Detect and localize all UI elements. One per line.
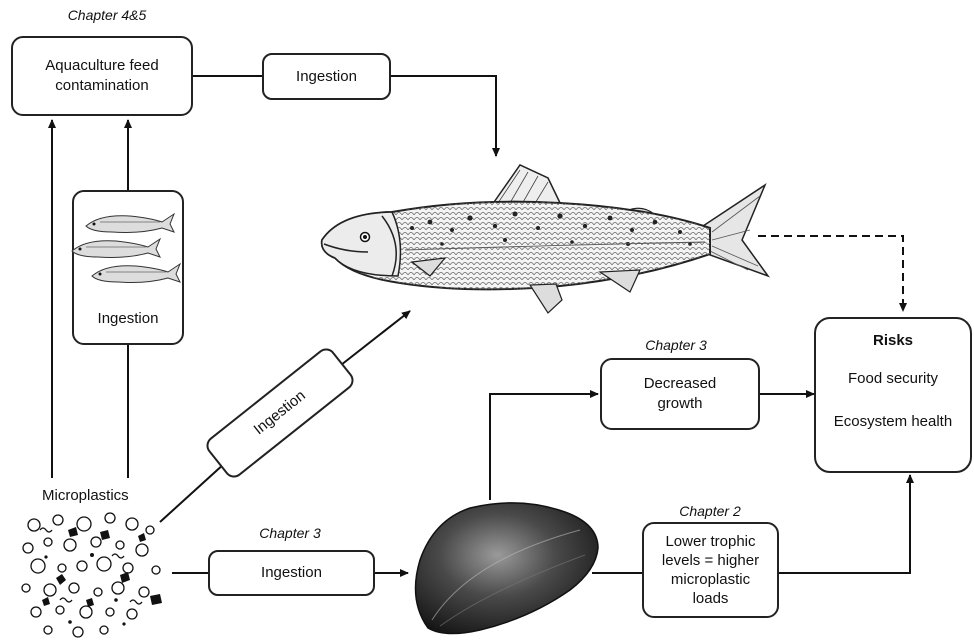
microplastics-particles	[0, 0, 974, 641]
